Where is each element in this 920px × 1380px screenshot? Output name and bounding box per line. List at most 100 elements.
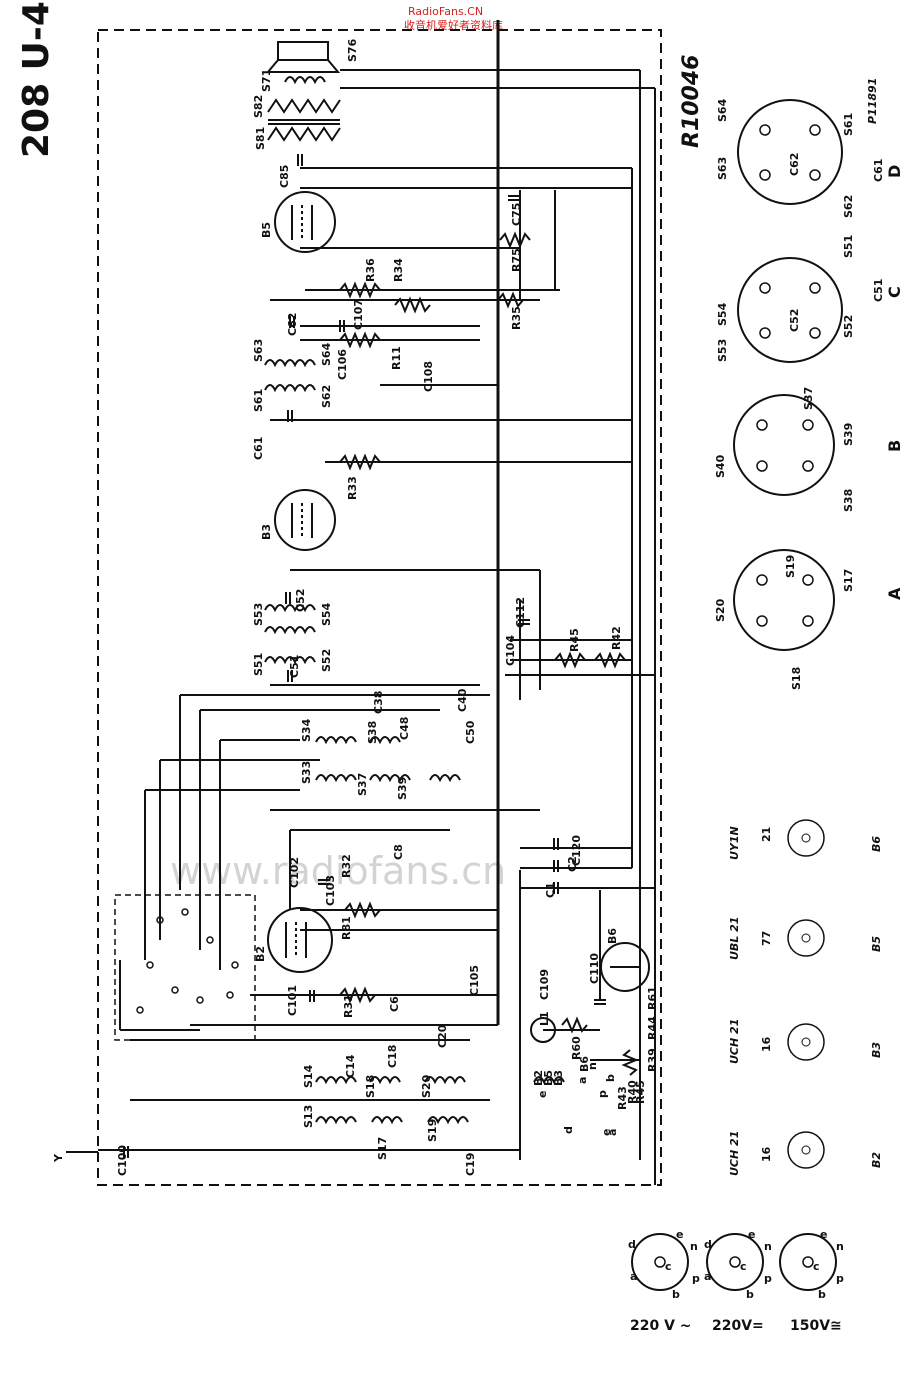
label-r42: R42 [610,626,623,650]
vs1-d: d [628,1238,636,1251]
label-s62: S62 [320,385,333,408]
vs2-b: b [746,1288,754,1301]
label-s82: S82 [252,95,265,118]
if-b-s39: S39 [842,423,855,446]
if-d-s63: S63 [716,157,729,180]
if-c-s51: S51 [842,235,855,258]
if-detail-d: S64 S63 S61 S62 C62 C61 D [716,98,904,218]
label-r39: R39 [646,1048,659,1072]
label-r81: R81 [340,916,353,940]
label-s76: S76 [346,38,359,62]
label-r35: R35 [510,306,523,330]
vs3-e: e [820,1228,827,1241]
tube-b2-type: UCH 21 [728,1131,741,1176]
label-c48: C48 [398,717,411,740]
valve-b3 [274,489,336,551]
if-b-label: B [885,440,904,452]
if-a-s20: S20 [714,598,727,622]
watermark-site-cn: 收音机爱好者资料库 [404,18,503,32]
label-c75: C75 [510,203,523,226]
label-r40: R40 [626,1080,639,1104]
label-l1: L1 [538,1011,551,1026]
label-s14: S14 [302,1064,315,1088]
switch-labels: B2 B5 e B3 d n a p b e a B6 [532,1056,619,1136]
if-d-label: D [885,165,904,178]
vs1-n: n [690,1240,698,1253]
sw-b2: B2 [532,1070,545,1086]
label-s61: S61 [252,389,265,412]
if-d-s61: S61 [842,113,855,136]
sw-a2: a [606,1129,619,1136]
label-c8: C8 [392,844,405,860]
if-b-s38: S38 [842,489,855,512]
if-b-s37: S37 [802,387,815,410]
label-c109: C109 [538,969,551,1000]
tube-b3-num: 16 [760,1036,773,1052]
label-s19: S19 [426,1119,439,1142]
if-c-s54: S54 [716,302,729,326]
label-c1: C1 [544,882,557,898]
vs2-e: e [748,1228,755,1241]
tube-b2-ref: B2 [870,1152,883,1168]
if-c-c52: C52 [788,309,801,332]
if-d-c62: C62 [788,153,801,176]
if-d-c61: C61 [872,159,885,182]
label-c107: C107 [352,299,365,330]
vs3-p: p [836,1272,844,1285]
vs1-p: p [692,1272,700,1285]
label-c105: C105 [468,965,481,996]
watermark-site: RadioFans.CN [408,5,483,18]
resistors [339,231,639,1076]
label-c14: C14 [344,1054,357,1078]
sw-d: d [562,1126,575,1134]
label-c50: C50 [464,720,477,744]
coils [264,359,565,1125]
vs1-c: c [665,1260,672,1273]
switch-contacts [136,908,239,1014]
voltage-selector-1: d e n a c b p 220 V ~ [628,1228,700,1334]
label-s64: S64 [320,342,333,366]
tube-b3-type: UCH 21 [728,1019,741,1064]
label-c110: C110 [588,953,601,984]
label-c61: C61 [252,437,265,460]
sw-p: p [596,1090,609,1098]
chassis-outline [97,29,662,1186]
tube-base-b6: UY1N 21 B6 [728,819,883,860]
label-s71: S71 [260,69,273,92]
component-labels: S76 S71 S82 S81 B5 B3 B2 B6 L1 R36 R34 R… [116,38,659,1176]
label-s18: S18 [364,1075,377,1098]
label-s38: S38 [366,721,379,744]
vs3-c: c [813,1260,820,1273]
label-r75: R75 [510,248,523,272]
wiring [98,20,656,1185]
label-c108: C108 [422,361,435,392]
if-a-s18: S18 [790,667,803,690]
voltage-selector-3: e n c b p 150V≅ [779,1228,844,1334]
vs1-a: a [630,1270,637,1283]
tube-base-b3: UCH 21 16 B3 [728,1019,883,1064]
label-s20: S20 [420,1074,433,1098]
tube-b6-type: UY1N [728,826,741,860]
if-a-label: A [885,587,904,600]
vs3-n: n [836,1240,844,1253]
label-c20: C20 [436,1024,449,1048]
label-s63: S63 [252,339,265,362]
sw-b5: B5 [542,1070,555,1086]
label-c38: C38 [372,691,385,714]
tube-base-b2: UCH 21 16 B2 [728,1131,883,1176]
label-b5: B5 [260,222,273,238]
vs3-b: b [818,1288,826,1301]
label-c18: C18 [386,1045,399,1068]
label-c2: C2 [566,856,579,872]
detail-number: P11891 [866,78,879,124]
label-s37: S37 [356,773,369,796]
valve-b5 [274,191,336,253]
label-r61: R61 [646,986,659,1010]
label-r34: R34 [392,258,405,282]
label-c85: C85 [278,165,291,188]
label-s33: S33 [300,761,313,784]
vs1-e: e [676,1228,683,1241]
sw-b: b [604,1074,617,1082]
valve-b2 [267,907,333,973]
vs2-d: d [704,1238,712,1251]
